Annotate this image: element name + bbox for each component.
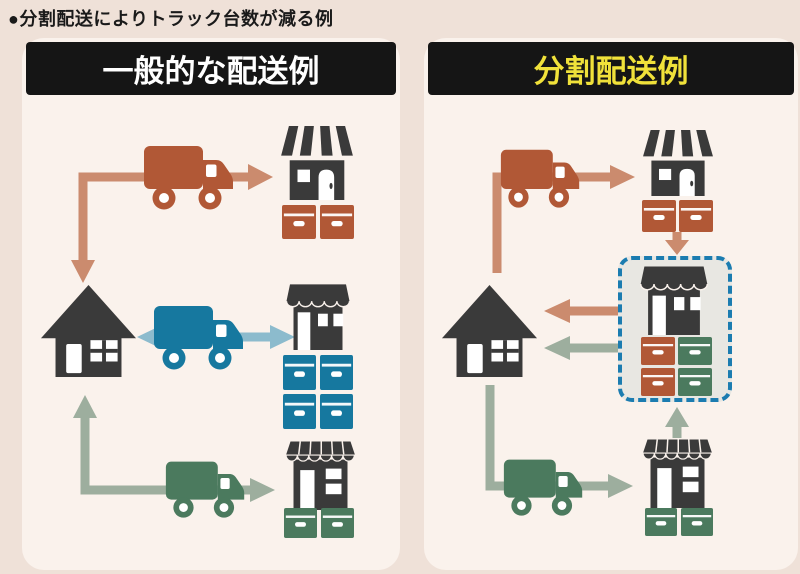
- blue-box-icon: [283, 355, 316, 390]
- blue-box-icon: [320, 394, 353, 429]
- panel-split: 分割配送例: [424, 38, 798, 570]
- orange-truck-icon: [143, 143, 243, 211]
- blue-truck-icon: [153, 303, 253, 371]
- green-truck-icon: [503, 457, 591, 517]
- orange-box-icon: [282, 205, 316, 239]
- blue-box-icon: [320, 355, 353, 390]
- orange-arrowhead-down: [665, 240, 689, 255]
- orange-box-icon: [641, 337, 675, 365]
- orange-box-icon: [320, 205, 354, 239]
- store-bottom-icon: [283, 440, 358, 510]
- green-box-icon: [645, 508, 677, 536]
- green-box-icon: [678, 337, 712, 365]
- green-arrowhead-to-store: [250, 478, 275, 502]
- green-box-icon: [678, 368, 712, 396]
- orange-box-icon: [641, 368, 675, 396]
- blue-box-icon: [283, 394, 316, 429]
- consolidation-store-highlight: [618, 256, 732, 402]
- green-truck-icon: [165, 459, 253, 519]
- store-bottom-icon: [640, 438, 715, 508]
- orange-truck-icon: [500, 147, 588, 209]
- orange-arrowhead-to-house: [71, 260, 95, 283]
- consolidation-store-icon: [637, 265, 711, 335]
- orange-arrowhead-to-house: [544, 299, 570, 323]
- orange-box-icon: [642, 200, 676, 232]
- panel-split-title: 分割配送例: [533, 54, 689, 89]
- green-arrowhead-up: [665, 407, 689, 427]
- orange-box-icon: [679, 200, 713, 232]
- house-icon: [40, 283, 137, 377]
- panel-general: 一般的な配送例: [22, 38, 400, 570]
- orange-arrowhead-to-store: [610, 165, 635, 189]
- green-arrowhead-to-house: [73, 395, 97, 418]
- store-top-icon: [640, 130, 716, 196]
- green-box-icon: [321, 508, 354, 538]
- page-title: ●分割配送によりトラック台数が減る例: [8, 9, 334, 29]
- green-arrowhead-to-house: [544, 336, 570, 360]
- panel-general-header: 一般的な配送例: [26, 42, 396, 95]
- store-middle-icon: [283, 283, 353, 350]
- store-top-icon: [278, 126, 356, 200]
- panel-general-title: 一般的な配送例: [102, 54, 320, 89]
- panel-split-header: 分割配送例: [428, 42, 794, 95]
- orange-arrowhead-to-store: [248, 164, 273, 190]
- house-icon: [441, 283, 538, 377]
- blue-arrowhead-to-store: [270, 325, 295, 349]
- green-arrowhead-to-store: [608, 474, 633, 498]
- green-box-icon: [681, 508, 713, 536]
- green-box-icon: [284, 508, 317, 538]
